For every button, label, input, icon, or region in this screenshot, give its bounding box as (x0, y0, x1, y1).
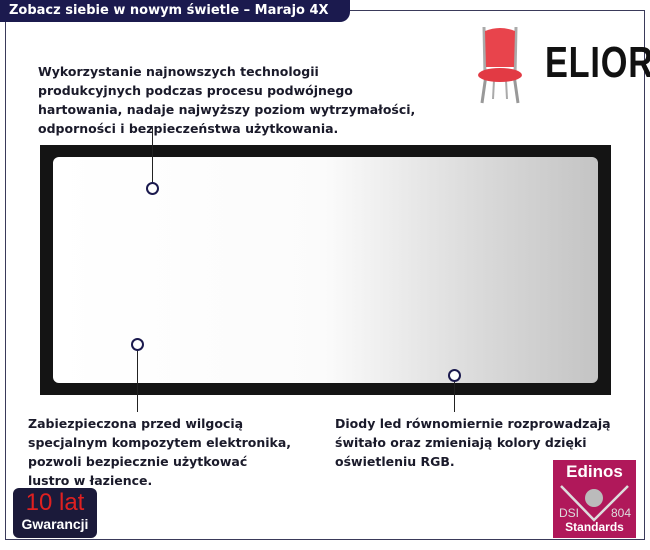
brand-logo: ELIOR (545, 38, 650, 87)
callout-line (152, 128, 153, 183)
edinos-logo-icon (560, 485, 629, 522)
edinos-badge: Edinos DSI 804 Standards (553, 460, 636, 538)
title-tab: Zobacz siebie w nowym świetle – Marajo 4… (0, 0, 350, 22)
warranty-badge: 10 lat Gwarancji (13, 488, 97, 538)
callout-line (454, 381, 455, 412)
callout-bottom-left: Zabiezpieczona przed wilgocią specjalnym… (28, 416, 292, 488)
warranty-years: 10 lat (25, 489, 85, 516)
edinos-dsi: DSI (559, 506, 580, 520)
hotspot-marker[interactable] (448, 369, 461, 382)
edinos-number: 804 (610, 506, 631, 520)
callout-bottom-right: Diody led równomiernie rozprowadzają świ… (335, 416, 611, 469)
red-chair-icon (478, 26, 522, 104)
hotspot-marker[interactable] (146, 182, 159, 195)
callout-top: Wykorzystanie najnowszych technologii pr… (38, 64, 416, 136)
edinos-standards: Standards (565, 520, 624, 534)
hotspot-marker[interactable] (131, 338, 144, 351)
warranty-label: Gwarancji (21, 516, 89, 532)
edinos-name: Edinos (566, 462, 623, 481)
callout-line (137, 350, 138, 412)
